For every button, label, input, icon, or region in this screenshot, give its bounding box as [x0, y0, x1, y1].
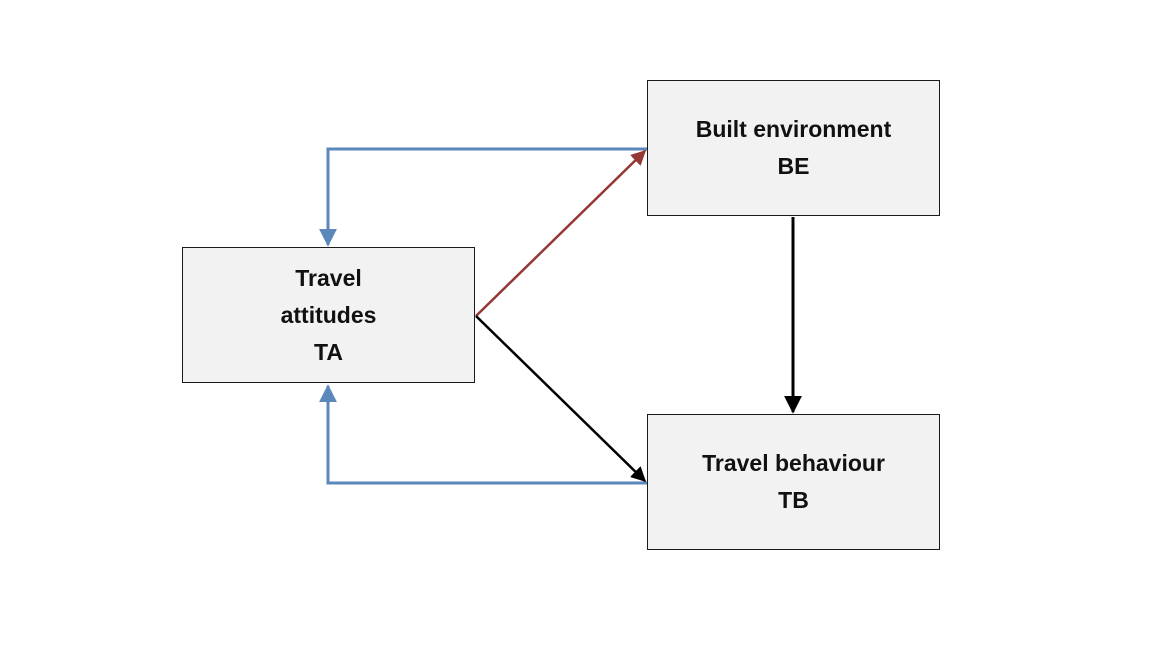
- travel-behaviour-line-2: TB: [778, 487, 809, 513]
- arrow-be-to-ta: [319, 147, 647, 247]
- travel-attitudes-line-3: TA: [314, 338, 343, 365]
- built-environment-line-1: Built environment: [695, 116, 892, 142]
- travel-behaviour-line-1: Travel behaviour: [702, 450, 885, 476]
- arrow-ta-to-tb: [475, 315, 647, 483]
- built-environment-box: Built environment BE: [647, 80, 940, 216]
- travel-attitudes-line-1: Travel: [295, 264, 362, 291]
- arrow-tb-to-ta: [319, 384, 647, 485]
- travel-attitudes-box: Travel attitudes TA: [182, 247, 475, 383]
- arrow-ta-to-be: [475, 149, 647, 317]
- travel-attitudes-line-2: attitudes: [280, 301, 377, 328]
- built-environment-line-2: BE: [777, 153, 810, 179]
- travel-behaviour-box: Travel behaviour TB: [647, 414, 940, 550]
